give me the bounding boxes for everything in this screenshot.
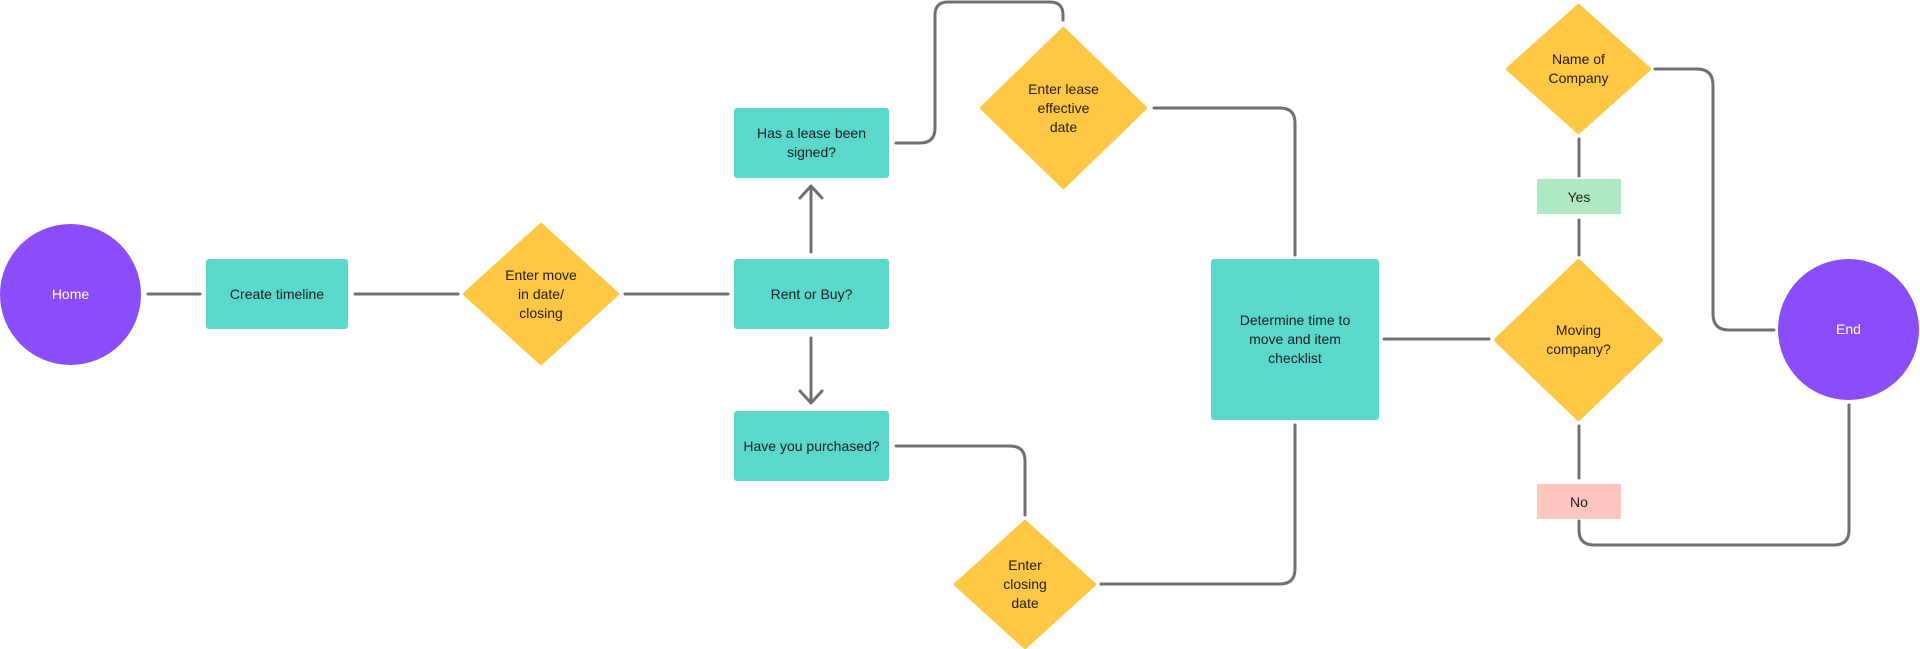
edge-lease-effective xyxy=(894,0,1065,145)
rent-or-buy-node[interactable]: Rent or Buy? xyxy=(734,259,889,329)
edge-closing-determine xyxy=(1099,423,1297,586)
create-timeline-label: Create timeline xyxy=(229,285,325,302)
end-node[interactable]: End xyxy=(1778,259,1919,400)
moving-company-label: Moving company? xyxy=(1546,322,1611,357)
home-label: Home xyxy=(51,286,90,302)
closing-date-decision[interactable]: Enter closing date xyxy=(954,520,1096,649)
moving-company-decision[interactable]: Moving company? xyxy=(1494,259,1663,421)
lease-signed-node[interactable]: Has a lease been signed? xyxy=(734,108,889,178)
no-tag: No xyxy=(1537,484,1621,519)
yes-label: Yes xyxy=(1567,188,1591,205)
enter-move-in-decision[interactable]: Enter move in date/ closing xyxy=(463,223,619,365)
edge-no-end xyxy=(1577,403,1851,547)
edge-purchase-closing xyxy=(894,444,1027,517)
diamond-shape xyxy=(1494,259,1663,421)
no-label: No xyxy=(1570,493,1588,510)
determine-time-label: Determine time to move and item checklis… xyxy=(1239,312,1351,366)
diamond-shape xyxy=(980,27,1147,189)
have-purchased-label: Have you purchased? xyxy=(743,437,880,454)
rent-or-buy-label: Rent or Buy? xyxy=(770,285,853,302)
create-timeline-node[interactable]: Create timeline xyxy=(206,259,348,329)
determine-time-node[interactable]: Determine time to move and item checklis… xyxy=(1211,259,1379,420)
yes-tag: Yes xyxy=(1537,179,1621,214)
edge-rentbuy-lease-arrow xyxy=(798,184,824,254)
lease-effective-label: Enter lease effective date xyxy=(1028,80,1099,135)
have-purchased-node[interactable]: Have you purchased? xyxy=(734,411,889,481)
diamond-shape xyxy=(463,223,619,365)
end-label: End xyxy=(1836,321,1861,337)
edge-rentbuy-purchase-arrow xyxy=(798,336,824,405)
diamond-shape xyxy=(954,520,1096,649)
edge-name-end xyxy=(1653,67,1776,332)
name-of-company-decision[interactable]: Name of Company xyxy=(1506,4,1651,134)
home-node[interactable]: Home xyxy=(0,224,141,365)
lease-effective-decision[interactable]: Enter lease effective date xyxy=(980,27,1147,189)
closing-date-label: Enter closing date xyxy=(1003,557,1047,611)
diamond-shape xyxy=(1506,4,1651,134)
enter-move-in-label: Enter move in date/ closing xyxy=(505,266,577,321)
lease-signed-label: Has a lease been signed? xyxy=(757,125,866,160)
edge-effective-determine xyxy=(1152,106,1297,257)
name-of-company-label: Name of Company xyxy=(1548,51,1609,86)
